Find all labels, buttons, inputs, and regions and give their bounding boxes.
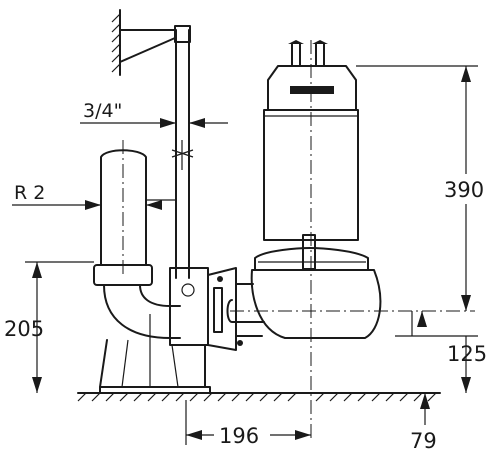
wall-bracket: [111, 9, 191, 76]
thread-label: R 2: [14, 182, 45, 204]
arrow-icon: [461, 66, 471, 82]
thread-dimension: R 2: [12, 182, 162, 210]
outlet-height-dimension: 125: [395, 311, 487, 393]
arrow-icon: [32, 262, 42, 278]
ground: [77, 392, 441, 402]
guide-rails: [171, 29, 194, 279]
duckfoot-bend: [93, 264, 209, 346]
arrow-icon: [420, 393, 430, 409]
inlet-height-dimension: 205: [4, 261, 94, 393]
foot-offset-dimension: 196: [185, 400, 311, 448]
inlet-height-label: 205: [4, 317, 44, 341]
pipe-size-label: 3/4": [83, 100, 122, 122]
base-clearance-label: 79: [410, 429, 437, 453]
arrow-icon: [461, 377, 471, 393]
pump-height-dimension: 390: [356, 65, 492, 311]
arrow-icon: [186, 430, 202, 440]
pump-height-label: 390: [444, 178, 484, 202]
base-clearance-dimension: 79: [410, 393, 437, 453]
foot-base: [99, 314, 211, 394]
arrow-icon: [461, 295, 471, 311]
outlet-height-label: 125: [447, 342, 487, 366]
flange-connection: [207, 267, 243, 351]
foot-offset-label: 196: [219, 424, 259, 448]
arrow-icon: [160, 118, 176, 128]
discharge-pipe: [100, 140, 176, 275]
arrow-icon: [189, 118, 205, 128]
arrow-icon: [32, 377, 42, 393]
arrow-icon: [85, 200, 101, 210]
pipe-size-dimension: 3/4": [80, 100, 228, 128]
pump-body: [226, 40, 475, 440]
arrow-icon: [295, 430, 311, 440]
arrow-icon: [146, 200, 162, 210]
